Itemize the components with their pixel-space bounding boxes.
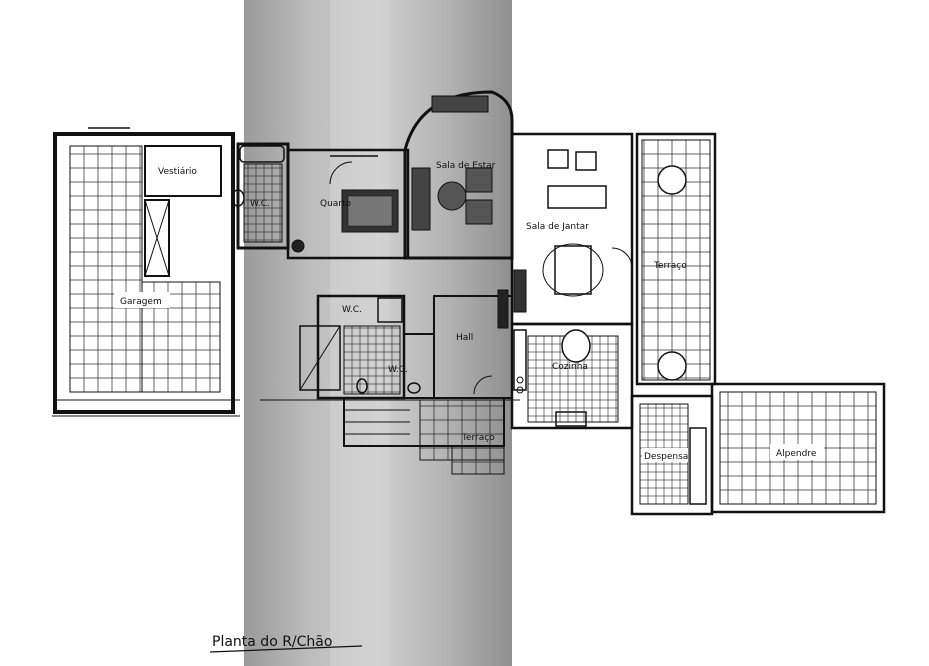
label-terraco-south: Terraço xyxy=(461,433,495,443)
label-wc-1: W.C. xyxy=(250,199,270,209)
label-wc-2: W.C. xyxy=(342,305,362,315)
plan-title: Planta do R/Chão xyxy=(212,634,332,650)
label-sala-jantar: Sala de Jantar xyxy=(526,222,589,232)
label-cozinha: Cozinha xyxy=(552,362,588,372)
label-despensa: Despensa xyxy=(644,452,688,462)
quarto-block xyxy=(286,148,410,260)
label-sala-estar: Sala de Estar xyxy=(436,161,496,171)
garage-block xyxy=(52,127,240,417)
room-labels: Vestiário Garagem W.C. Quarto Sala de Es… xyxy=(114,161,824,462)
label-vestiario: Vestiário xyxy=(158,167,197,177)
sala-estar-block xyxy=(403,90,514,260)
label-hall: Hall xyxy=(456,333,473,343)
label-wc-3: W.C. xyxy=(388,365,408,375)
terraco-south-block xyxy=(54,397,520,475)
label-alpendre: Alpendre xyxy=(776,449,817,459)
terraco-east-block xyxy=(635,132,717,386)
label-garagem: Garagem xyxy=(120,297,162,307)
label-quarto: Quarto xyxy=(320,199,352,209)
wc-1-block xyxy=(231,142,290,250)
label-terraco-east: Terraço xyxy=(653,261,687,271)
title-underline xyxy=(209,645,363,653)
cozinha-block xyxy=(510,322,634,430)
sala-jantar-block xyxy=(510,132,634,326)
